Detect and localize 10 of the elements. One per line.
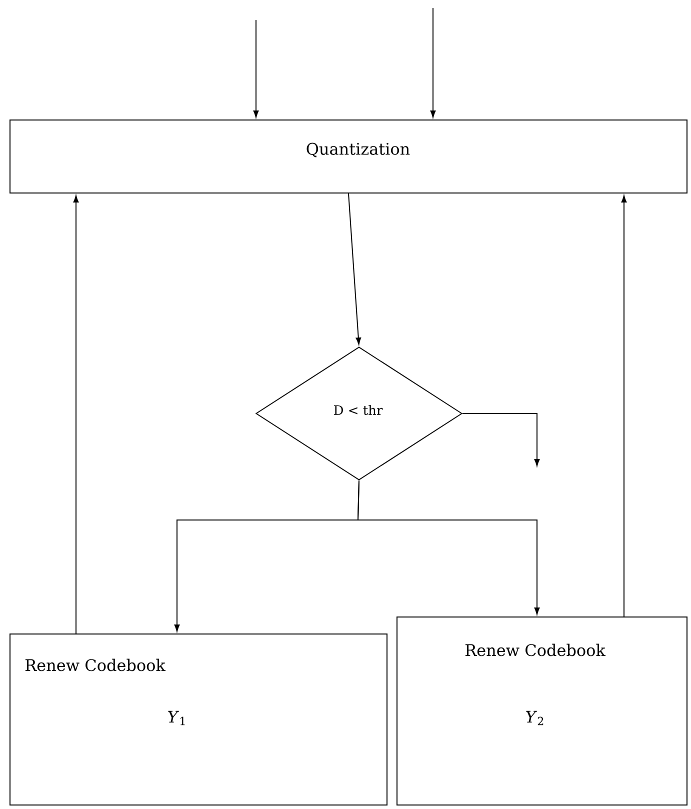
arrow [621,195,627,617]
arrow [462,413,540,466]
process-box: Renew Codebook Y$_{2}$ [396,616,688,806]
process-box: Quantization [10,120,688,194]
arrow [73,195,79,634]
arrow [430,8,436,118]
arrow [357,480,540,615]
arrow [348,193,362,345]
process-box: Renew Codebook Y$_{1}$ [10,634,388,806]
arrow [253,20,259,118]
